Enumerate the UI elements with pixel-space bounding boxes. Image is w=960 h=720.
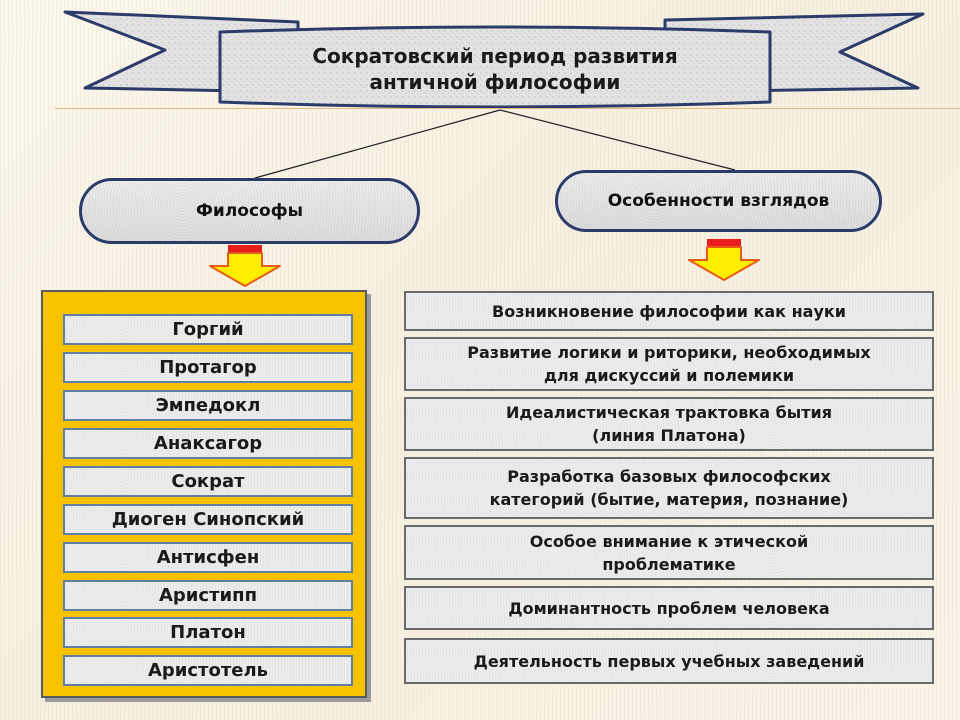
philosopher-item: Аристотель <box>63 655 353 686</box>
feature-item: Особое внимание к этической проблематике <box>404 525 934 580</box>
arrow-down-icon <box>688 239 760 281</box>
philosopher-item: Эмпедокл <box>63 390 353 421</box>
philosopher-item: Диоген Синопский <box>63 504 353 535</box>
header-divider <box>55 108 960 109</box>
branch-features: Особенности взглядов <box>555 170 882 232</box>
branch-features-label: Особенности взглядов <box>607 191 830 211</box>
connector-left <box>254 109 501 179</box>
connector-lines <box>254 109 736 179</box>
page-title: Сократовский период развития античной фи… <box>220 34 770 104</box>
branch-philosophers-label: Философы <box>196 201 303 221</box>
feature-item: Развитие логики и риторики, необходимых … <box>404 337 934 391</box>
philosopher-item: Платон <box>63 617 353 648</box>
title-line-1: Сократовский период развития <box>312 44 678 68</box>
philosopher-item: Горгий <box>63 314 353 345</box>
philosopher-item: Аристипп <box>63 580 353 611</box>
feature-item: Идеалистическая трактовка бытия (линия П… <box>404 397 934 451</box>
banner-main-band <box>218 25 772 109</box>
philosopher-item: Сократ <box>63 466 353 497</box>
philosopher-item: Протагор <box>63 352 353 383</box>
arrow-down-icon <box>209 245 281 287</box>
title-line-2: античной философии <box>369 70 621 94</box>
philosopher-item: Антисфен <box>63 542 353 573</box>
feature-item: Разработка базовых философских категорий… <box>404 457 934 519</box>
branch-philosophers: Философы <box>79 178 420 244</box>
title-banner <box>63 10 925 109</box>
feature-item: Возникновение философии как науки <box>404 291 934 331</box>
philosopher-item: Анаксагор <box>63 428 353 459</box>
connector-right <box>499 109 736 171</box>
feature-item: Деятельность первых учебных заведений <box>404 638 934 684</box>
feature-item: Доминантность проблем человека <box>404 586 934 630</box>
